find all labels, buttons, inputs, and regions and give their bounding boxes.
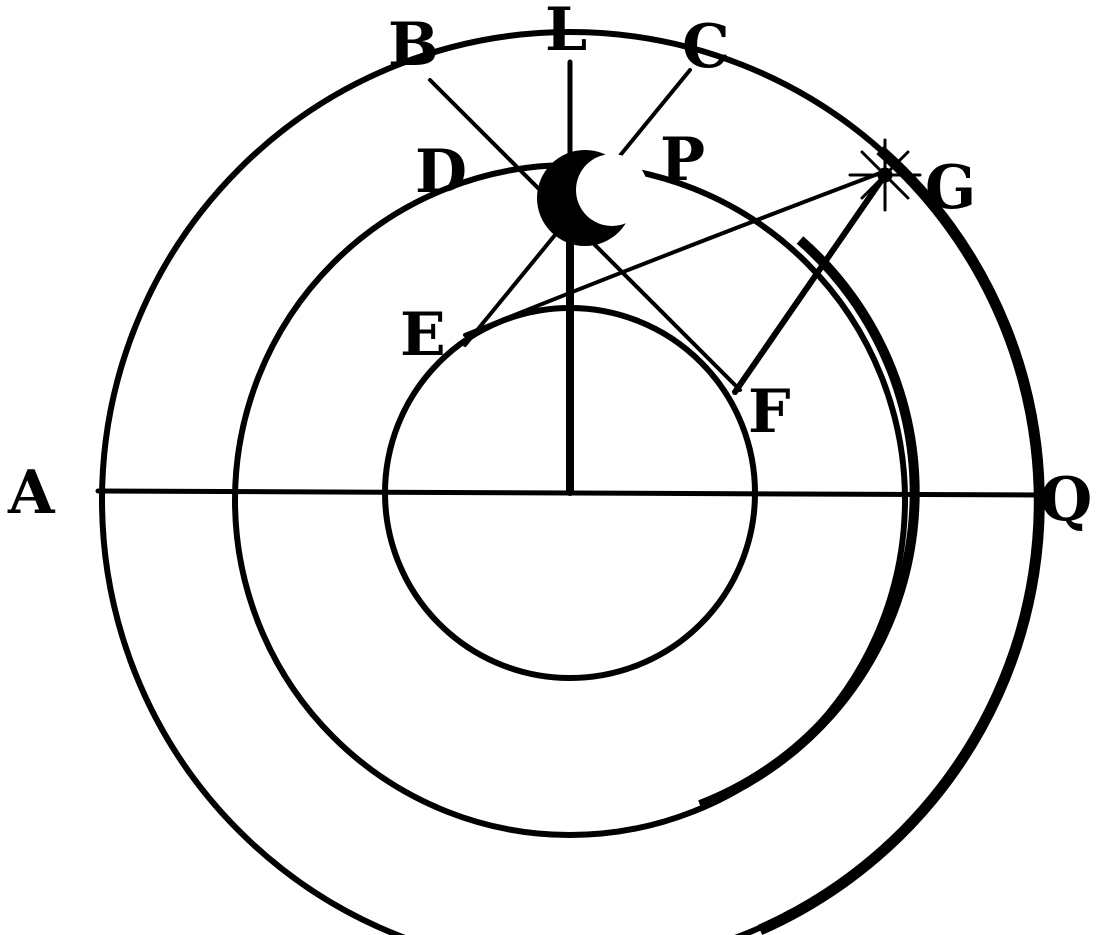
- label-b: B: [388, 10, 439, 80]
- label-l: L: [545, 0, 587, 65]
- label-q: Q: [1040, 465, 1092, 535]
- line-g-e: [463, 170, 885, 337]
- label-e: E: [400, 300, 446, 370]
- outer-circle-heavy-edge: [757, 145, 1045, 935]
- star-icon: [848, 138, 922, 212]
- middle-circle-heavy-edge: [698, 236, 920, 810]
- label-g: G: [925, 153, 976, 223]
- label-d: D: [415, 137, 467, 207]
- label-f: F: [748, 377, 791, 447]
- label-a: A: [7, 458, 56, 528]
- line-g-f: [732, 172, 888, 395]
- moon-crescent-icon: [537, 150, 648, 246]
- label-c: C: [682, 12, 730, 82]
- label-p: P: [660, 125, 705, 195]
